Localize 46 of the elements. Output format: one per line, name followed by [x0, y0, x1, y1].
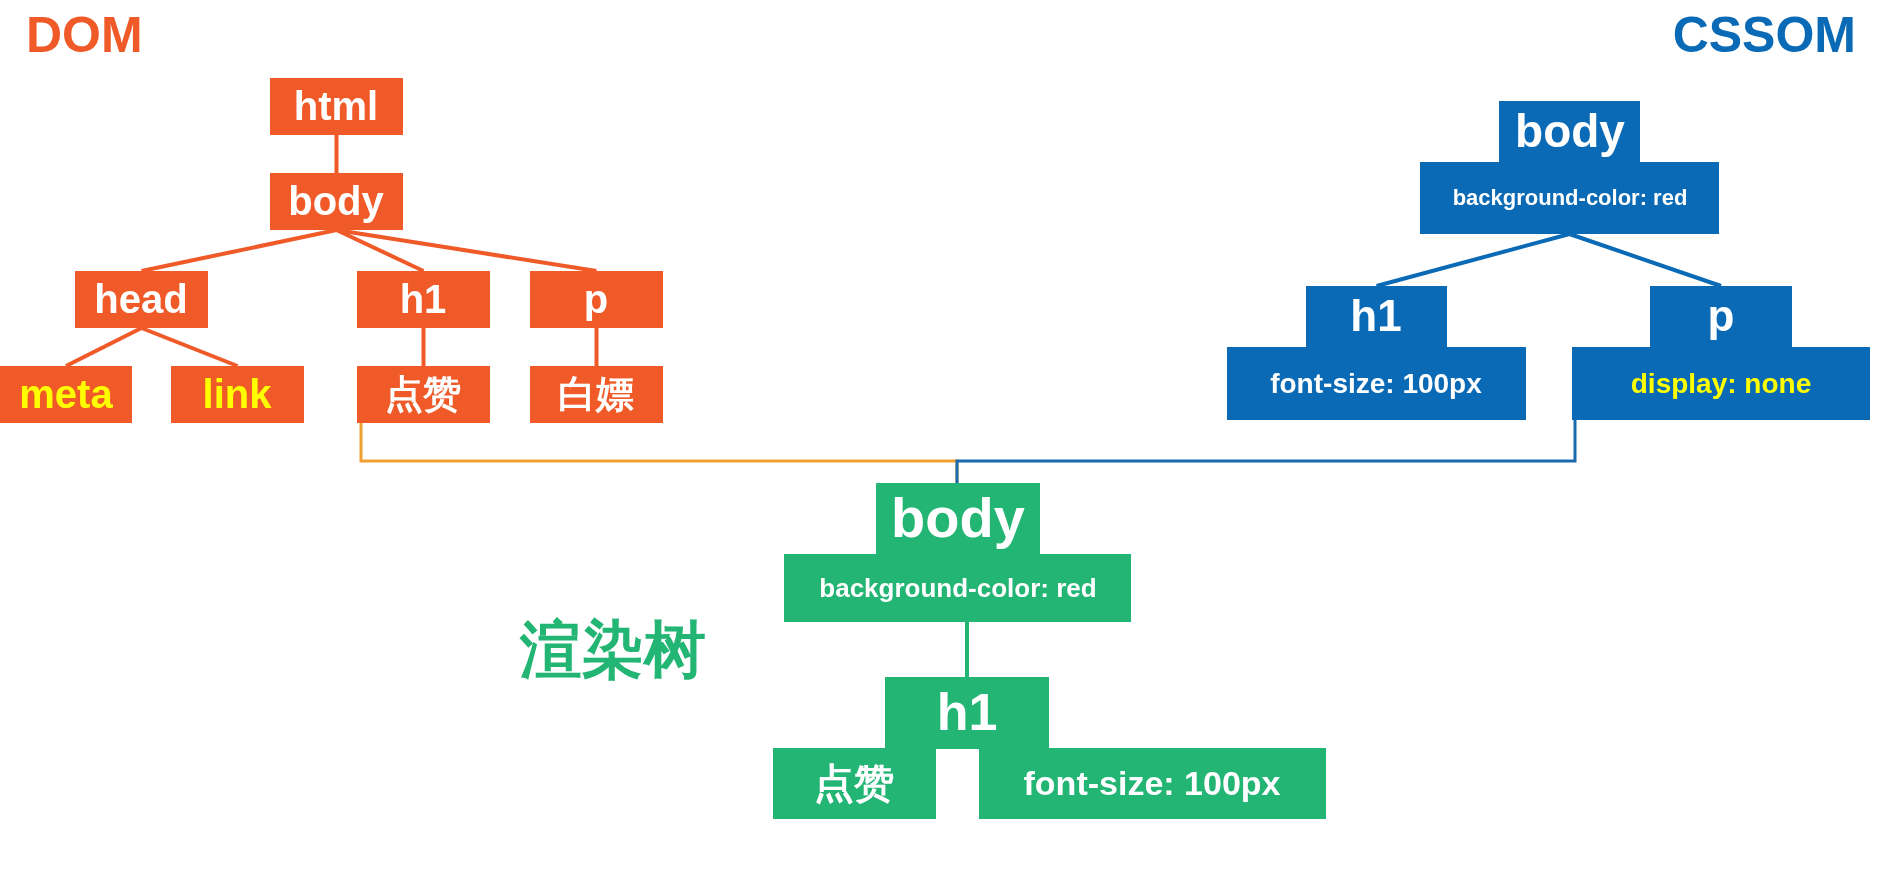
connector-line	[965, 622, 969, 677]
node-label: html	[293, 86, 379, 126]
tree-node-box	[0, 366, 132, 423]
node-label: body	[288, 181, 384, 221]
tree-node-shape	[1227, 286, 1526, 420]
tree-node-box	[171, 366, 304, 423]
connector-line	[140, 326, 239, 368]
node-label: h1	[936, 686, 998, 738]
tree-node-box	[530, 271, 663, 328]
style-rule-text: background-color: red	[819, 575, 1097, 601]
connector-line	[334, 135, 339, 173]
tree-node-box	[270, 173, 403, 230]
connector-line	[65, 326, 143, 368]
node-label: link	[202, 374, 272, 414]
node-label: p	[583, 279, 609, 319]
tree-node-box	[357, 366, 490, 423]
tree-node-box	[357, 271, 490, 328]
node-label: h1	[399, 279, 447, 319]
connector-line	[141, 228, 337, 273]
node-label: meta	[19, 374, 113, 414]
connector-line	[955, 420, 1577, 483]
node-label: 白嫖	[558, 375, 634, 413]
style-rule-text: display: none	[1630, 370, 1812, 398]
connector-line	[594, 328, 599, 366]
node-label: 点赞	[385, 375, 461, 413]
tree-title: DOM	[26, 10, 143, 60]
tree-node-box	[530, 366, 663, 423]
tree-node-box	[75, 271, 208, 328]
tree-title: CSSOM	[1672, 10, 1856, 60]
connector-line	[1375, 232, 1571, 288]
tree-node-box	[270, 78, 403, 135]
tree-node-shape	[1420, 101, 1719, 234]
node-label: p	[1707, 294, 1735, 338]
node-label: h1	[1350, 294, 1402, 338]
connector-line	[1568, 232, 1722, 288]
tree-node-shape	[773, 677, 1326, 819]
connector-line	[336, 228, 597, 273]
node-label: head	[94, 279, 188, 319]
tree-node-shape	[1572, 286, 1870, 420]
style-rule-text: 点赞	[814, 763, 894, 803]
style-rule-text: background-color: red	[1452, 187, 1688, 209]
connector-line	[421, 328, 426, 366]
tree-title: 渲染树	[520, 619, 706, 681]
tree-node-shape	[784, 483, 1131, 622]
style-rule-text: font-size: 100px	[1023, 766, 1281, 800]
style-rule-text: font-size: 100px	[1270, 370, 1482, 398]
